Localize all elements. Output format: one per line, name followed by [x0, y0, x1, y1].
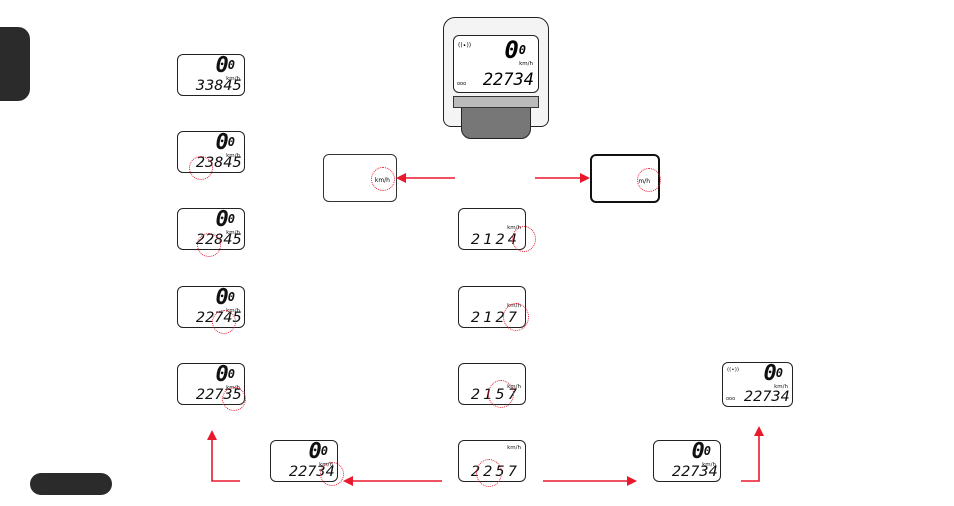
digit-highlight [189, 156, 213, 180]
speed-display: 00 [215, 130, 236, 155]
speed-value: 0 [691, 439, 705, 464]
trip-icon: ((∙)) [458, 42, 472, 49]
unit-highlight [320, 462, 344, 486]
unit-label: km/h [226, 230, 240, 236]
arrow-up-right [741, 426, 764, 482]
odometer-value: 22734 [672, 464, 719, 480]
speed-value: 0 [215, 130, 229, 155]
speed-decimal: 0 [227, 290, 235, 304]
speed-decimal: 0 [775, 366, 783, 380]
device-button-strip [453, 96, 539, 108]
speed-value: 0 [215, 285, 229, 310]
speed-display: 00 [215, 207, 236, 232]
lcd-step-1: 00 km/h 33845 [177, 54, 245, 96]
speed-value: 0 [308, 439, 322, 464]
device-unit: km/h [519, 61, 533, 67]
unit-highlight-kmh [371, 167, 395, 191]
unit-label: km/h [507, 384, 521, 390]
unit-label: km/h [507, 445, 521, 451]
odo-icon: ooo [726, 396, 736, 402]
speed-decimal: 0 [320, 444, 328, 458]
digit-highlight [212, 310, 236, 334]
page-pill [30, 473, 112, 495]
speed-decimal: 0 [227, 367, 235, 381]
digit-highlight [222, 387, 246, 411]
speed-decimal: 0 [227, 135, 235, 149]
speed-display: 00 [215, 362, 236, 387]
trip-icon: ((∙)) [727, 367, 740, 373]
digit-highlight [488, 380, 514, 408]
device-speed: 00 [504, 38, 526, 62]
speed-display: 00 [308, 439, 329, 464]
speed-value: 0 [763, 361, 777, 386]
arrow-up-left [207, 430, 240, 482]
odometer-value: 33845 [196, 78, 243, 94]
unit-label: km/h [226, 153, 240, 159]
speed-value: 0 [215, 207, 229, 232]
digit-highlight [512, 226, 536, 252]
speed-value: 0 [215, 53, 229, 78]
lcd-final: ((∙)) 00 km/h ooo 22734 [722, 362, 793, 407]
unit-label: km/h [226, 308, 240, 314]
device-speed-value: 0 [504, 36, 519, 64]
speed-display: 00 [763, 361, 784, 386]
odometer-value: 22734 [744, 389, 791, 405]
speed-display: 00 [691, 439, 712, 464]
lcd-step-4: 00 km/h 22745 [177, 286, 245, 328]
lcd-step-5: 00 km/h 22735 [177, 363, 245, 405]
odo-icon: ooo [457, 81, 467, 87]
device-speed-decimal: 0 [518, 43, 526, 57]
speed-decimal: 0 [227, 58, 235, 72]
speed-display: 00 [215, 285, 236, 310]
digit-highlight [503, 303, 529, 331]
unit-label: km/h [507, 225, 521, 231]
unit-highlight-mph [637, 168, 661, 192]
section-tab [0, 27, 30, 101]
speed-value: 0 [215, 362, 229, 387]
digit-highlight [476, 459, 502, 487]
speed-decimal: 0 [703, 444, 711, 458]
digit-highlight [197, 233, 221, 257]
unit-label: km/h [226, 76, 240, 82]
unit-label: km/h [774, 384, 788, 390]
speed-display: 00 [215, 53, 236, 78]
unit-label: km/h [702, 462, 716, 468]
lcd-confirm-right: 00 km/h 22734 [653, 440, 721, 482]
wheel-size-value: 2124 [470, 232, 521, 248]
device-screen: ((∙)) 00 km/h ooo 22734 [453, 35, 539, 93]
speed-decimal: 0 [227, 212, 235, 226]
device-odo: 22734 [482, 70, 534, 90]
